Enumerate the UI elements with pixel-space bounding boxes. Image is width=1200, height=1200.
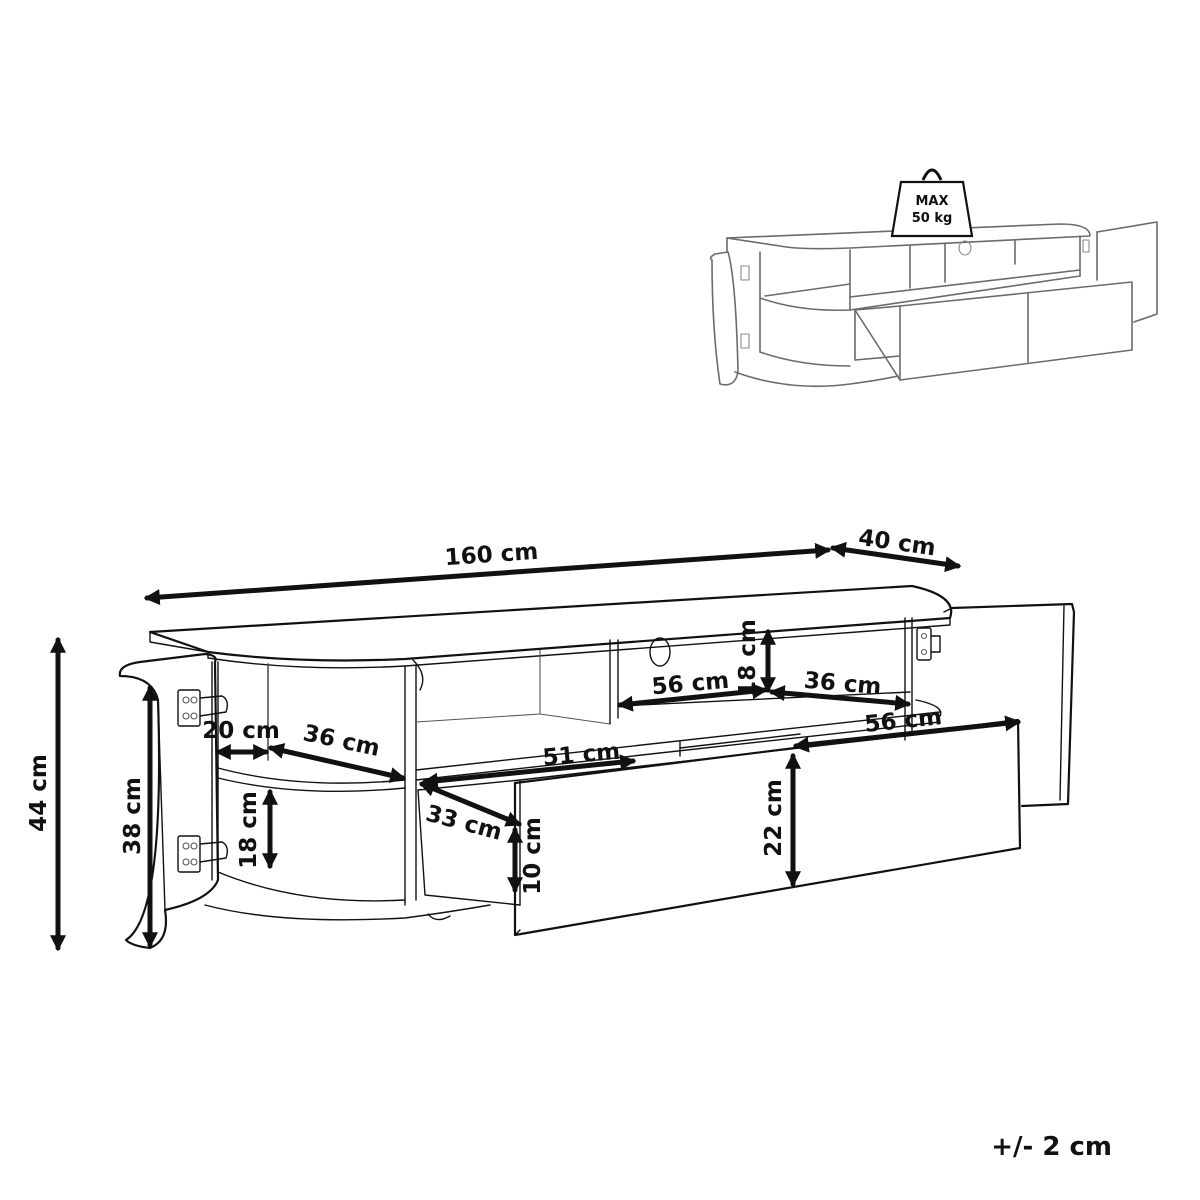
width-label: 160 cm [444,539,539,571]
width-arrow [143,542,832,606]
height-label: 44 cm [26,754,52,832]
dimension-arrows [49,541,1022,952]
right-width-arrow [768,685,912,711]
drawer-depth-arrow [419,781,522,827]
hinge-right-icon [916,627,941,661]
center-width-arrow [616,683,769,712]
load-badge-line1: MAX [915,194,948,209]
side-shelf-gap-label: 18 cm [236,791,262,869]
side-shelf-depth-label: 20 cm [202,718,280,744]
tolerance-note: +/- 2 cm [991,1132,1112,1162]
hinge-top-icon [177,689,229,727]
preview-illustration [709,221,1158,388]
door-height-label: 38 cm [120,777,146,855]
depth-label: 40 cm [857,525,937,562]
dimension-labels: 160 cm 40 cm 44 cm 38 cm 20 cm 36 cm 18 … [26,525,943,895]
drawer-width-arrow [792,715,1022,753]
load-badge-line2: 50 kg [912,211,953,226]
drawer-side-height-label: 10 cm [520,817,546,895]
side-shelf-width-arrow [267,743,407,783]
drawer-depth-label: 33 cm [423,801,505,846]
hinge-bottom-icon [177,835,229,873]
drawer-total-width-label: 51 cm [542,739,622,772]
center-height-label: 18 cm [735,619,761,697]
drawer-front-height-label: 22 cm [761,779,787,857]
depth-arrow [829,541,962,573]
drawer-total-width-arrow [421,754,637,789]
max-load-badge-icon: MAX 50 kg [890,168,974,238]
